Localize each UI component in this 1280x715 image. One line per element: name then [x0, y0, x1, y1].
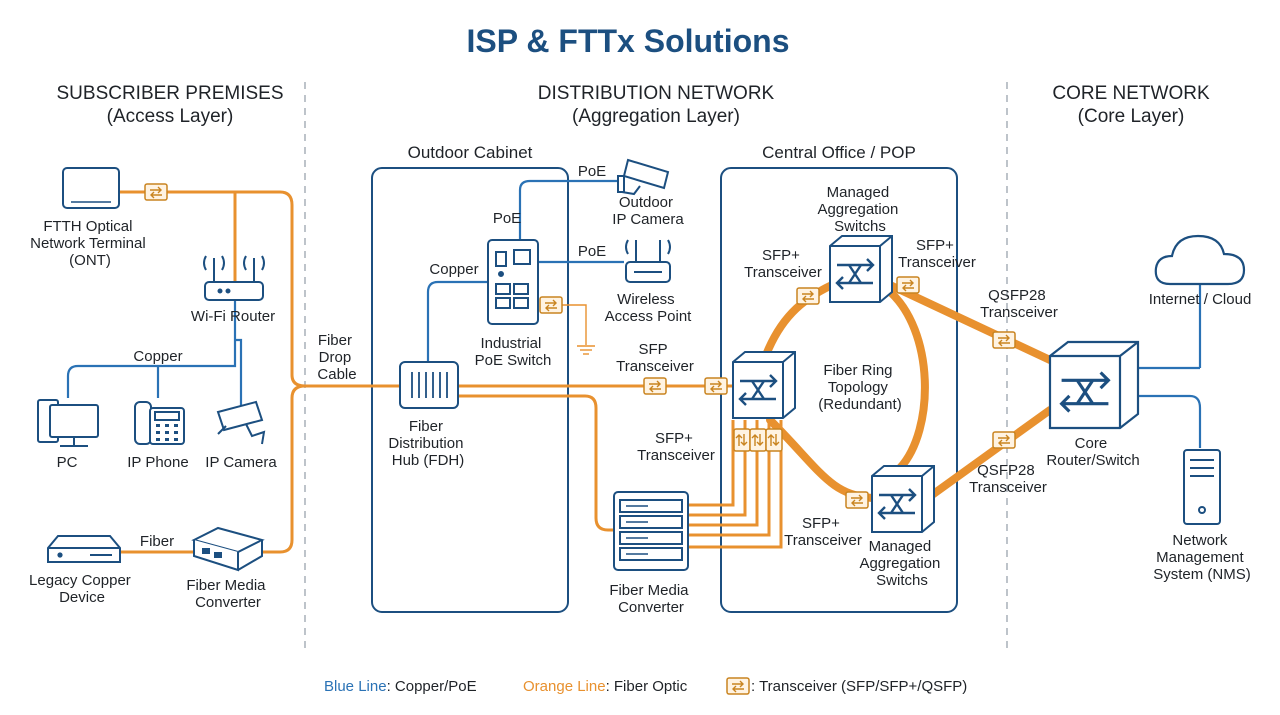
qsfp-label-top: QSFP28 Transceiver — [980, 287, 1058, 321]
industrial-poe-switch-label: Industrial PoE Switch — [475, 335, 552, 369]
section-core-title: CORE NETWORK — [1052, 83, 1210, 104]
sfp-label: SFP Transceiver — [616, 341, 694, 375]
outdoor-cabinet-box — [371, 167, 569, 613]
transceiver-icon-agg-top-right — [896, 276, 920, 294]
ip-camera-icon — [216, 400, 266, 445]
legend-transceiver-text: : Transceiver (SFP/SFP+/QSFP) — [751, 678, 967, 695]
transceiver-icon-bundle-1 — [733, 428, 751, 452]
outdoor-cabinet-label: Outdoor Cabinet — [408, 143, 533, 162]
core-router-icon — [1048, 340, 1140, 430]
ont-label: FTTH Optical Network Terminal (ONT) — [30, 218, 150, 269]
ip-camera-label: IP Camera — [205, 454, 277, 471]
transceiver-icon-qsfp-bottom — [992, 431, 1016, 449]
industrial-poe-switch-icon — [487, 239, 539, 325]
pc-label: PC — [57, 454, 78, 471]
legend-orange: Orange Line: Fiber Optic — [523, 678, 688, 695]
qsfp-label-bottom: QSFP28 Transceiver — [969, 462, 1047, 496]
transceiver-icon-sfp-switch — [704, 377, 728, 395]
poe-label-camera: PoE — [578, 163, 606, 180]
media-converter-small-label: Fiber Media Converter — [186, 577, 269, 611]
transceiver-icon-ont — [144, 183, 168, 201]
wifi-router-icon — [203, 255, 265, 301]
aggregation-switch-top-label: Managed Aggregation Switchs — [817, 184, 902, 235]
sfp-plus-label-left: SFP+ Transceiver — [637, 430, 715, 464]
fiber-label-subscriber: Fiber — [140, 533, 174, 550]
core-router-label: Core Router/Switch — [1046, 435, 1139, 469]
section-subscriber-subtitle: (Access Layer) — [107, 106, 234, 127]
distribution-switch-icon — [732, 351, 796, 419]
section-subscriber-title: SUBSCRIBER PREMISES — [57, 83, 284, 104]
copper-label-subscriber: Copper — [133, 348, 182, 365]
nms-label: Network Management System (NMS) — [1153, 532, 1251, 583]
media-converter-rack-icon — [613, 491, 689, 571]
fiber-lines — [118, 190, 783, 554]
ground-wire — [560, 304, 595, 355]
aggregation-switch-top-icon — [829, 235, 893, 303]
ip-phone-icon — [134, 401, 185, 445]
fiber-drop-cable-label: Fiber Drop Cable — [317, 332, 356, 383]
legend-transceiver-icon — [726, 677, 750, 695]
sfp-plus-label-top-right: SFP+ Transceiver — [898, 237, 976, 271]
transceiver-icon-sfp — [643, 377, 667, 395]
fdh-icon — [399, 361, 459, 409]
sfp-plus-label-top-left: SFP+ Transceiver — [744, 247, 822, 281]
section-core-subtitle: (Core Layer) — [1078, 106, 1185, 127]
fiber-ring-label: Fiber Ring Topology (Redundant) — [818, 362, 901, 413]
sfp-plus-label-bottom: SFP+ Transceiver — [784, 515, 862, 549]
media-converter-rack-label: Fiber Media Converter — [609, 582, 692, 616]
transceiver-icon-agg-top-left — [796, 287, 820, 305]
wireless-ap-label: Wireless Access Point — [605, 291, 693, 325]
internet-label: Internet / Cloud — [1149, 291, 1252, 308]
nms-server-icon — [1183, 449, 1221, 525]
legacy-device-icon — [47, 535, 121, 563]
transceiver-icon-bundle-2 — [749, 428, 767, 452]
outdoor-camera-label: Outdoor IP Camera — [612, 194, 684, 228]
central-office-label: Central Office / POP — [762, 143, 916, 162]
outdoor-camera-icon — [617, 158, 670, 196]
legacy-device-label: Legacy Copper Device — [29, 572, 135, 606]
page-title: ISP & FTTx Solutions — [467, 23, 790, 59]
legend: Blue Line: Copper/PoE Orange Line: Fiber… — [324, 677, 967, 695]
pc-icon — [37, 399, 99, 447]
media-converter-small-icon — [191, 526, 265, 572]
section-distribution-title: DISTRIBUTION NETWORK — [538, 83, 775, 104]
transceiver-icon-qsfp-top — [992, 331, 1016, 349]
transceiver-icon-agg-bottom — [845, 491, 869, 509]
legend-blue: Blue Line: Copper/PoE — [324, 678, 477, 695]
wireless-ap-icon — [625, 239, 671, 283]
poe-label-ap: PoE — [578, 243, 606, 260]
fdh-label: Fiber Distribution Hub (FDH) — [388, 418, 467, 469]
poe-label-switch: PoE — [493, 210, 521, 227]
transceiver-icon-poe-switch — [539, 296, 563, 314]
cloud-icon — [1154, 234, 1246, 286]
aggregation-switch-bottom-icon — [871, 465, 935, 533]
ont-icon — [62, 167, 120, 209]
transceiver-icon-bundle-3 — [765, 428, 783, 452]
copper-lines — [66, 179, 1202, 448]
aggregation-switch-bottom-label: Managed Aggregation Switchs — [859, 538, 944, 589]
section-distribution-subtitle: (Aggregation Layer) — [572, 106, 740, 127]
fiber-ring — [762, 281, 1054, 502]
ip-phone-label: IP Phone — [127, 454, 188, 471]
copper-label-cabinet: Copper — [429, 261, 478, 278]
wifi-router-label: Wi-Fi Router — [191, 308, 275, 325]
